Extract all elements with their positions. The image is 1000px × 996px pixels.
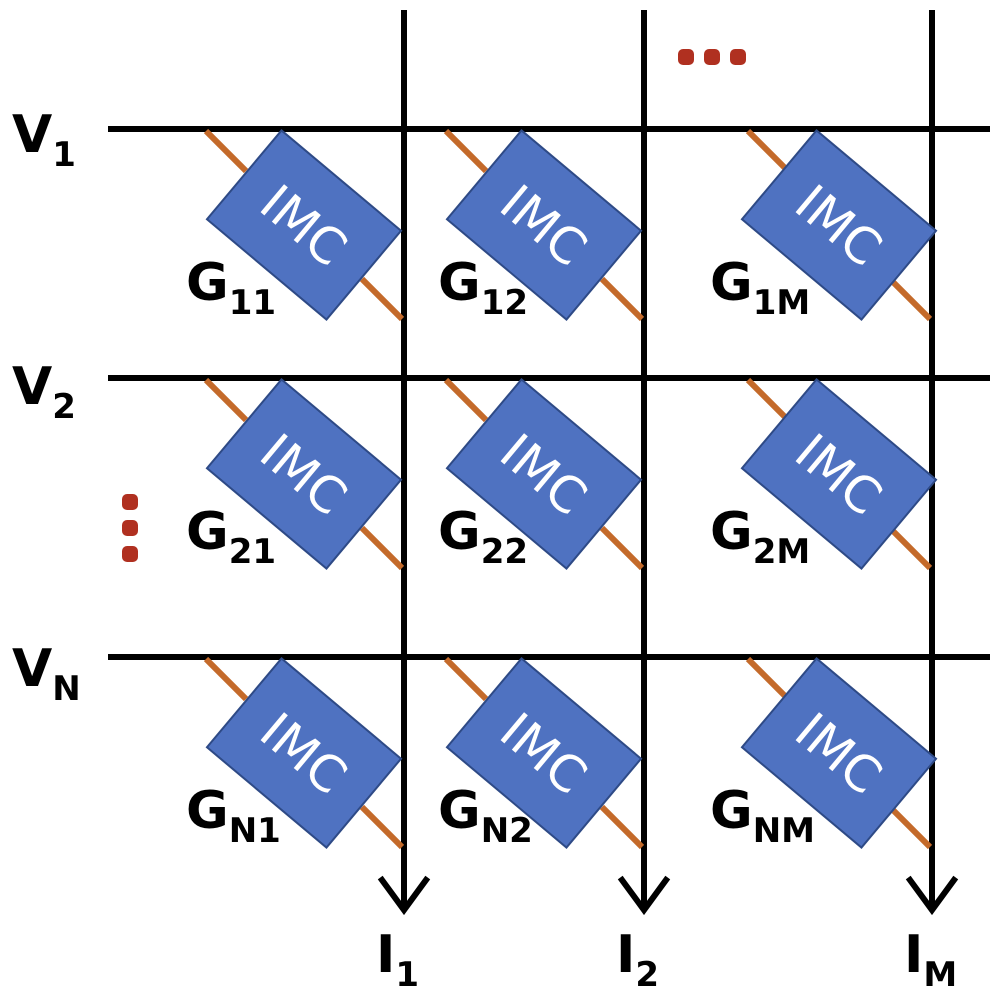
column-label-m: IM bbox=[904, 925, 957, 995]
device-lead bbox=[203, 656, 249, 702]
row-label-1: V1 bbox=[12, 105, 76, 175]
device-lead bbox=[745, 377, 791, 423]
device-lead bbox=[359, 276, 405, 322]
imc-device-body bbox=[740, 378, 938, 570]
imc-device: IMC bbox=[445, 657, 643, 849]
imc-device: IMC bbox=[445, 378, 643, 570]
conductance-label: G1M bbox=[710, 253, 810, 323]
device-lead bbox=[599, 525, 645, 571]
imc-device-body bbox=[445, 129, 643, 321]
current-arrow bbox=[617, 875, 671, 916]
vertical-ellipsis bbox=[122, 494, 138, 562]
imc-device: IMC bbox=[740, 378, 938, 570]
device-lead bbox=[443, 656, 489, 702]
imc-device: IMC bbox=[205, 657, 403, 849]
device-lead bbox=[203, 377, 249, 423]
horizontal-ellipsis bbox=[678, 49, 746, 65]
device-lead bbox=[443, 128, 489, 174]
device-lead bbox=[359, 804, 405, 850]
ellipsis-dot bbox=[678, 49, 694, 65]
device-lead bbox=[745, 656, 791, 702]
imc-device-body bbox=[205, 129, 403, 321]
imc-device: IMC bbox=[445, 129, 643, 321]
imc-device-body bbox=[205, 657, 403, 849]
device-lead bbox=[203, 128, 249, 174]
conductance-label: G12 bbox=[438, 253, 528, 323]
conductance-label: G22 bbox=[438, 502, 528, 572]
imc-device-body bbox=[445, 378, 643, 570]
imc-device: IMC bbox=[740, 129, 938, 321]
conductance-label: GN1 bbox=[186, 781, 281, 851]
current-arrow bbox=[905, 875, 959, 916]
imc-device-body bbox=[445, 657, 643, 849]
device-lead bbox=[887, 276, 933, 322]
device-lead bbox=[887, 804, 933, 850]
imc-device: IMC bbox=[205, 378, 403, 570]
ellipsis-dot bbox=[122, 520, 138, 536]
wire-grid bbox=[108, 10, 990, 916]
row-label-2: V2 bbox=[12, 357, 76, 427]
conductance-label: G11 bbox=[186, 253, 276, 323]
row-labels: V1 V2 VN bbox=[12, 105, 81, 709]
conductance-label: G21 bbox=[186, 502, 276, 572]
device-array: IMCG11IMCG12IMCG1MIMCG21IMCG22IMCG2MIMCG… bbox=[186, 128, 938, 851]
device-lead bbox=[745, 128, 791, 174]
conductance-label: GN2 bbox=[438, 781, 533, 851]
conductance-label: GNM bbox=[710, 781, 815, 851]
column-label-1: I1 bbox=[376, 925, 419, 995]
ellipsis-dot bbox=[122, 494, 138, 510]
ellipsis-dot bbox=[704, 49, 720, 65]
ellipsis-dot bbox=[122, 546, 138, 562]
imc-device-body bbox=[740, 129, 938, 321]
column-labels: I1 I2 IM bbox=[376, 925, 957, 995]
device-lead bbox=[887, 525, 933, 571]
imc-device-body bbox=[205, 378, 403, 570]
ellipsis-dot bbox=[730, 49, 746, 65]
device-lead bbox=[599, 804, 645, 850]
row-label-n: VN bbox=[12, 639, 81, 709]
current-arrow bbox=[377, 875, 431, 916]
imc-device: IMC bbox=[740, 657, 938, 849]
device-lead bbox=[359, 525, 405, 571]
conductance-label: G2M bbox=[710, 502, 810, 572]
imc-device-body bbox=[740, 657, 938, 849]
device-lead bbox=[599, 276, 645, 322]
imc-device: IMC bbox=[205, 129, 403, 321]
column-label-2: I2 bbox=[616, 925, 659, 995]
device-lead bbox=[443, 377, 489, 423]
